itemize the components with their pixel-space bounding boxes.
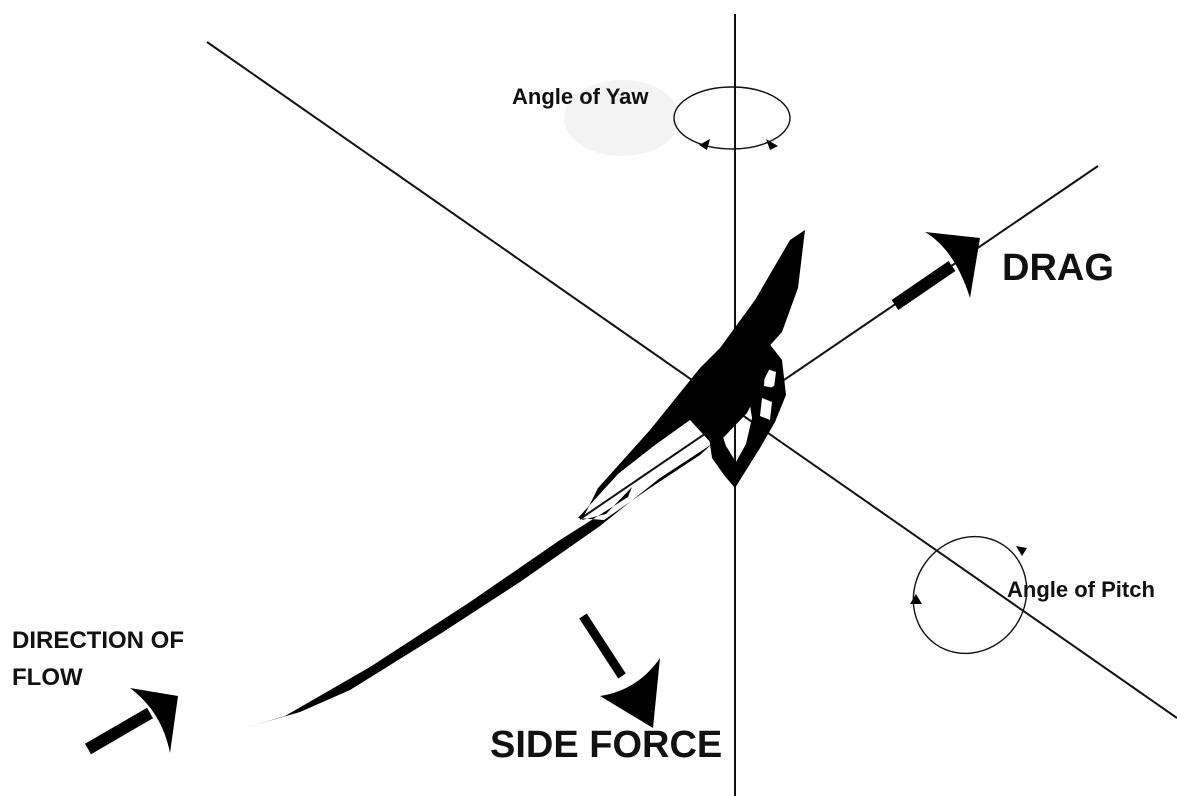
direction-of-flow-label-line1: DIRECTION OF xyxy=(12,627,184,654)
flow-arrow xyxy=(84,688,178,755)
angle-of-pitch-label: Angle of Pitch xyxy=(1007,577,1155,602)
yaw-rotation-ellipse xyxy=(673,86,791,150)
yaw-arrowhead-left xyxy=(699,139,710,150)
drag-arrow-head xyxy=(925,232,980,298)
side-force-arrow xyxy=(579,613,660,728)
pitch-rotation-indicator xyxy=(910,535,1028,655)
pitch-arrowhead-bottom xyxy=(910,594,922,604)
flow-arrow-head xyxy=(130,688,178,753)
side-force-label: SIDE FORCE xyxy=(490,724,722,766)
side-force-arrow-head xyxy=(600,658,660,728)
flow-arrow-shaft xyxy=(84,707,154,755)
yaw-label-haze xyxy=(564,80,680,156)
drag-axis xyxy=(579,165,1099,520)
wing-blade xyxy=(248,230,805,727)
wing-silhouette xyxy=(248,230,805,727)
pitch-arrowhead-top xyxy=(1016,546,1027,556)
yaw-arrowhead-right xyxy=(766,139,778,150)
drag-label: DRAG xyxy=(1002,247,1114,289)
wing-root-ring xyxy=(704,334,786,488)
drag-arrow xyxy=(891,232,980,310)
pitch-rotation-ellipse xyxy=(912,535,1028,655)
yaw-rotation-indicator xyxy=(673,86,791,150)
side-force-arrow-shaft xyxy=(579,613,626,679)
drag-arrow-shaft xyxy=(891,261,956,310)
direction-of-flow-label-line2: FLOW xyxy=(12,664,83,691)
angle-of-yaw-label: Angle of Yaw xyxy=(512,84,649,109)
